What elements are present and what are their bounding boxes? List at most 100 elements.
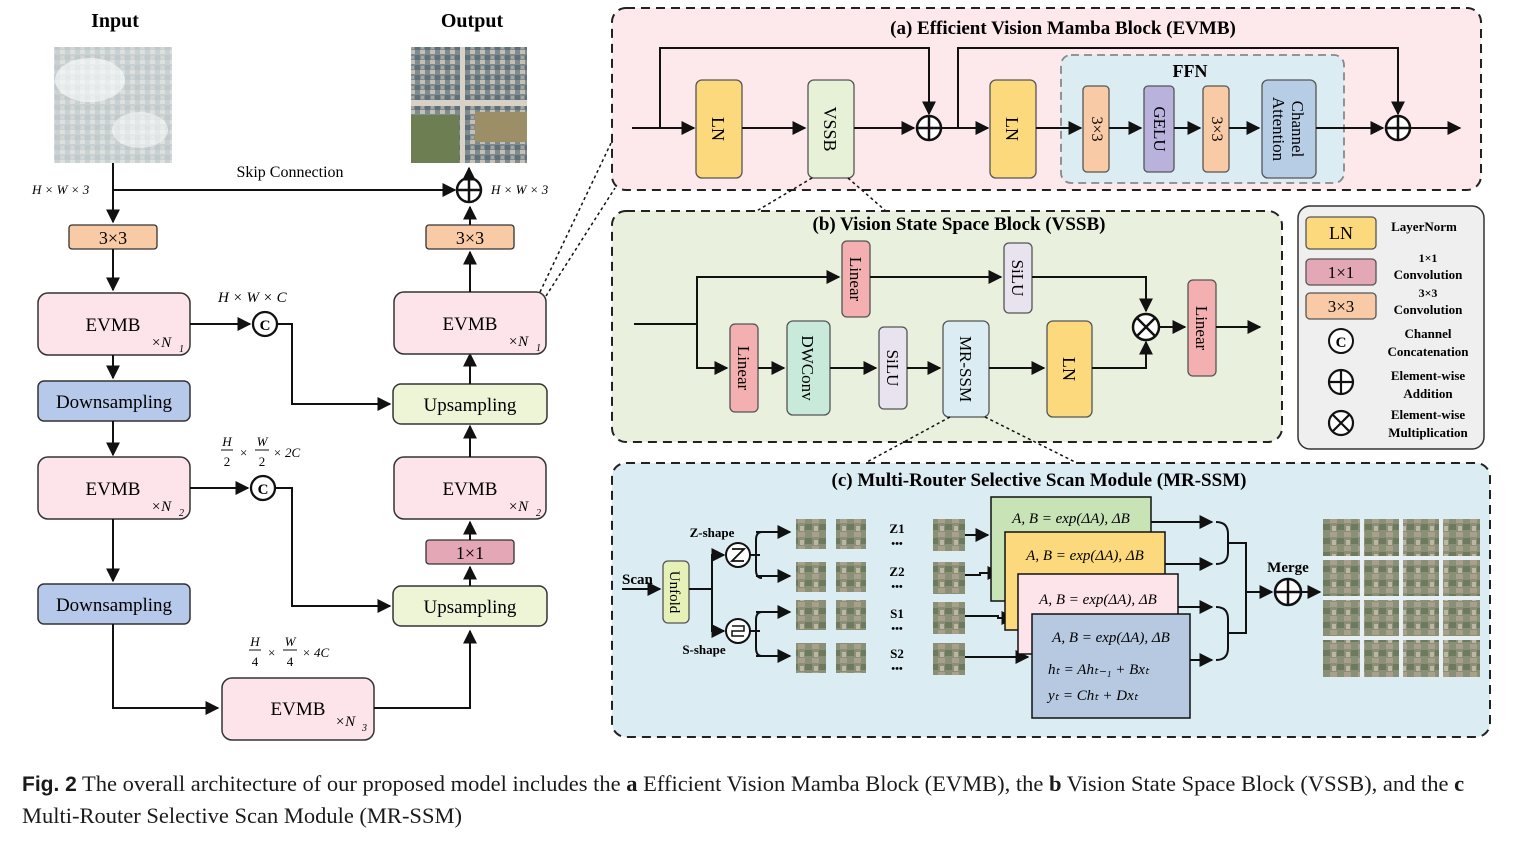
legend-conv1-swatch-label: 1×1 bbox=[1328, 263, 1355, 282]
concat-symbol-1-label: C bbox=[260, 318, 271, 334]
encoder-evmb-1-n: ×N bbox=[151, 335, 172, 351]
route-s1-dots: ••• bbox=[891, 623, 903, 635]
bottleneck-evmb-label: EVMB bbox=[271, 699, 326, 720]
vssb-ln-label: LN bbox=[1059, 357, 1079, 381]
dim-input: H × W × 3 bbox=[31, 182, 90, 197]
dim-output: H × W × 3 bbox=[490, 182, 549, 197]
vssb-panel-title: (b) Vision State Space Block (VSSB) bbox=[813, 214, 1106, 235]
caption-text-1: The overall architecture of our proposed… bbox=[76, 771, 627, 796]
input-image bbox=[54, 47, 172, 163]
evmb-add-2 bbox=[1384, 114, 1412, 142]
route-z2-dots: ••• bbox=[891, 581, 903, 593]
route-z1-dots: ••• bbox=[891, 538, 903, 550]
legend-conv1-desc-2: Convolution bbox=[1394, 267, 1463, 282]
merged-output-image bbox=[1323, 519, 1480, 677]
zshape-label: Z-shape bbox=[690, 525, 735, 540]
unfold-label: Unfold bbox=[666, 571, 682, 614]
upsampling-1-label: Upsampling bbox=[424, 395, 517, 416]
ssm-card-s2 bbox=[1031, 613, 1191, 719]
vssb-linear-out-label: Linear bbox=[1192, 306, 1211, 351]
decoder-evmb-2-label: EVMB bbox=[443, 479, 498, 500]
skip-connection-label: Skip Connection bbox=[236, 164, 343, 181]
legend-conv3-desc-1: 3×3 bbox=[1419, 286, 1438, 300]
route-z2-label: Z2 bbox=[889, 564, 904, 579]
legend-multiply-symbol bbox=[1327, 409, 1355, 437]
decoder-evmb-2-n-sub: 2 bbox=[536, 508, 541, 519]
legend-concat-symbol-label: C bbox=[1336, 335, 1347, 351]
encoder-evmb-2-n: ×N bbox=[151, 499, 172, 515]
encoder-evmb-1-label: EVMB bbox=[86, 315, 141, 336]
dim-level3-c: × 4C bbox=[302, 645, 330, 660]
dim-level3-h: H bbox=[249, 634, 260, 649]
decoder-evmb-1-n: ×N bbox=[508, 334, 529, 350]
output-label: Output bbox=[441, 10, 504, 32]
caption-text-2: Efficient Vision Mamba Block (EVMB), the bbox=[637, 771, 1050, 796]
dim-level3-w: W bbox=[285, 634, 297, 649]
input-conv3x3-label: 3×3 bbox=[99, 228, 127, 248]
ssm-card-s1-eq: A, B = exp(ΔA), ΔB bbox=[1038, 592, 1157, 608]
legend-ln-desc: LayerNorm bbox=[1391, 219, 1457, 234]
vssb-silu-bottom-label: SiLU bbox=[883, 350, 902, 387]
ssm-card-s2-eq-y: yₜ = Chₜ + Dxₜ bbox=[1046, 688, 1139, 704]
legend-conv3-swatch-label: 3×3 bbox=[1328, 297, 1355, 316]
legend-concat-desc-1: Channel bbox=[1405, 326, 1452, 341]
legend-multiply-desc-2: Multiplication bbox=[1388, 425, 1468, 440]
mrssm-panel-title: (c) Multi-Router Selective Scan Module (… bbox=[832, 470, 1247, 491]
ssm-card-s2-eq-h: hₜ = Ahₜ₋₁ + Bxₜ bbox=[1048, 662, 1150, 678]
ffn-channel-attention-label-2: Attention bbox=[1269, 97, 1288, 162]
decoder-evmb-1-label: EVMB bbox=[443, 314, 498, 335]
caption-b: b bbox=[1049, 771, 1062, 796]
vssb-dwconv-label: DWConv bbox=[798, 335, 817, 401]
legend-multiply-desc-1: Element-wise bbox=[1391, 407, 1466, 422]
ffn-label: FFN bbox=[1173, 61, 1208, 81]
evmb-panel-title: (a) Efficient Vision Mamba Block (EVMB) bbox=[890, 18, 1236, 39]
bottleneck-evmb-n: ×N bbox=[335, 714, 356, 730]
bottleneck-evmb-n-sub: 3 bbox=[361, 723, 367, 734]
ffn-channel-attention-label-1: Channel bbox=[1288, 101, 1307, 158]
evmb-vssb-label: VSSB bbox=[820, 106, 840, 151]
vssb-silu-top-label: SiLU bbox=[1008, 260, 1027, 297]
merge-add-symbol bbox=[1273, 577, 1303, 607]
encoder-evmb-1-n-sub: 1 bbox=[179, 344, 184, 355]
legend-add-symbol bbox=[1327, 368, 1355, 396]
output-image bbox=[411, 47, 527, 163]
sshape-label: S-shape bbox=[682, 642, 726, 657]
ssm-card-z1-eq: A, B = exp(ΔA), ΔB bbox=[1011, 511, 1130, 527]
encoder-evmb-2-label: EVMB bbox=[86, 479, 141, 500]
figure-caption: Fig. 2 The overall architecture of our p… bbox=[22, 768, 1500, 831]
scan-label: Scan bbox=[622, 572, 654, 588]
caption-fig-label: Fig. 2 bbox=[22, 773, 77, 796]
caption-a: a bbox=[626, 771, 638, 796]
downsampling-1-label: Downsampling bbox=[56, 392, 173, 413]
evmb-ln-1-label: LN bbox=[708, 117, 728, 141]
ffn-conv3x3-2-label: 3×3 bbox=[1208, 116, 1225, 141]
legend-add-desc-2: Addition bbox=[1403, 386, 1453, 401]
concat-symbol-2-label: C bbox=[258, 482, 269, 498]
ffn-conv3x3-1-label: 3×3 bbox=[1088, 116, 1105, 141]
caption-text-3: Vision State Space Block (VSSB), and the bbox=[1061, 771, 1455, 796]
input-label: Input bbox=[91, 10, 139, 32]
route-s2-label: S2 bbox=[890, 646, 904, 661]
decoder-conv1x1-label: 1×1 bbox=[456, 543, 484, 563]
vssb-multiply bbox=[1131, 312, 1161, 342]
dim-level2-h-den: 2 bbox=[224, 454, 231, 469]
vssb-linear-top-label: Linear bbox=[846, 257, 865, 302]
legend-ln-swatch bbox=[1305, 216, 1377, 250]
skip-add-symbol bbox=[455, 176, 483, 204]
dim-level3-w-den: 4 bbox=[287, 654, 294, 669]
dim-level3-h-den: 4 bbox=[252, 654, 259, 669]
decoder-evmb-1-n-sub: 1 bbox=[536, 343, 541, 354]
vssb-linear-top bbox=[841, 240, 871, 318]
upsampling-2-label: Upsampling bbox=[424, 597, 517, 618]
patch-tiles bbox=[796, 519, 866, 673]
legend-conv3-desc-2: Convolution bbox=[1394, 302, 1463, 317]
caption-c: c bbox=[1454, 771, 1465, 796]
evmb-ln-2-label: LN bbox=[1002, 117, 1022, 141]
legend-add-desc-1: Element-wise bbox=[1391, 368, 1466, 383]
dim-level2-c: × 2C bbox=[273, 445, 301, 460]
output-conv3x3-label: 3×3 bbox=[456, 228, 484, 248]
legend-conv3-swatch bbox=[1305, 292, 1377, 320]
unfold-box bbox=[662, 560, 690, 624]
merge-label: Merge bbox=[1267, 560, 1309, 576]
